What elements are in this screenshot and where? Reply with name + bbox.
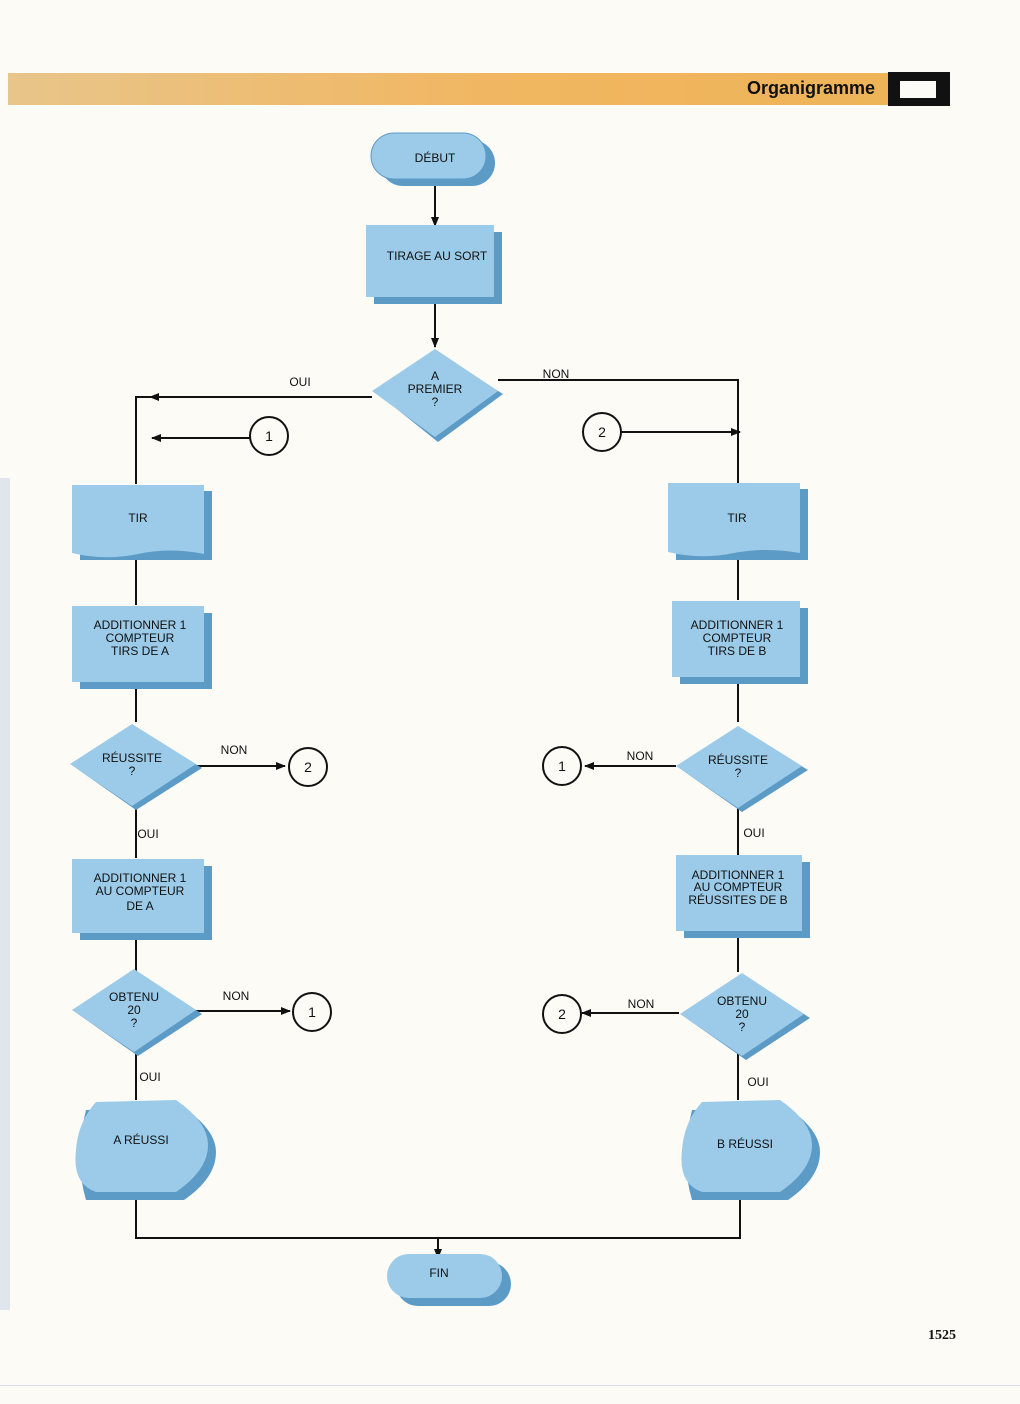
count-success-a-process: ADDITIONNER 1 AU COMPTEUR DE A [72,859,212,940]
count-shots-a-process: ADDITIONNER 1 COMPTEUR TIRS DE A [72,606,212,689]
svg-text:2: 2 [598,424,606,440]
b-wins-label: B RÉUSSI [717,1136,773,1151]
svg-text:2: 2 [558,1006,566,1022]
success-b-no-label: NON [627,749,654,763]
svg-text:20: 20 [735,1007,749,1021]
start-terminator: DÉBUT [370,132,495,186]
shoot-b-process: TIR [668,483,808,560]
a-wins-label: A RÉUSSI [113,1132,168,1147]
book-icon [888,72,950,106]
first-yes-label: OUI [289,375,310,389]
count-success-b-process: ADDITIONNER 1 AU COMPTEUR RÉUSSITES DE B [676,855,810,938]
connector-2-top: 2 [582,412,622,452]
line-to-end [135,1195,741,1239]
svg-text:?: ? [131,1016,138,1030]
first-decision: A PREMIER ? [372,349,503,442]
first-no-label: NON [543,367,570,381]
svg-text:?: ? [129,764,136,778]
svg-text:1: 1 [558,758,566,774]
connector-1-top: 1 [249,416,289,456]
connector-1-success-b: 1 [542,746,582,786]
svg-text:COMPTEUR: COMPTEUR [703,631,772,645]
first-decision-line1: A [431,369,439,383]
got20-a-yes-label: OUI [139,1070,160,1084]
page-number: 1525 [928,1328,956,1343]
svg-text:ADDITIONNER 1: ADDITIONNER 1 [94,618,187,632]
success-a-no-label: NON [221,743,248,757]
got20-b-no-label: NON [628,997,655,1011]
connector-2-got20-b: 2 [542,994,582,1034]
b-wins-display: B RÉUSSI [681,1100,820,1200]
count-shots-b-process: ADDITIONNER 1 COMPTEUR TIRS DE B [672,601,808,684]
shoot-b-label: TIR [727,511,747,525]
svg-text:ADDITIONNER 1: ADDITIONNER 1 [94,871,187,885]
svg-text:ADDITIONNER 1: ADDITIONNER 1 [692,868,785,882]
got20-b-yes-label: OUI [747,1075,768,1089]
svg-text:1: 1 [308,1004,316,1020]
a-wins-display: A RÉUSSI [75,1100,216,1200]
bottom-rule [0,1385,1020,1386]
line-first-no [498,379,739,484]
svg-text:AU COMPTEUR: AU COMPTEUR [96,884,185,898]
shoot-a-process: TIR [72,485,212,560]
shoot-a-label: TIR [128,511,148,525]
svg-text:COMPTEUR: COMPTEUR [106,631,175,645]
got20-b-decision: OBTENU 20 ? [680,973,810,1060]
svg-text:OBTENU: OBTENU [717,994,767,1008]
svg-text:RÉUSSITES DE B: RÉUSSITES DE B [688,892,787,907]
header-bar [8,73,888,105]
svg-text:DE A: DE A [126,899,153,913]
section-title: Organigramme [746,78,875,98]
svg-text:RÉUSSITE: RÉUSSITE [102,750,162,765]
svg-text:2: 2 [304,759,312,775]
page-edge-strip [0,478,10,1310]
connector-2-success-a: 2 [288,747,328,787]
first-decision-line3: ? [432,395,439,409]
success-a-decision: RÉUSSITE ? [70,724,202,810]
svg-text:20: 20 [127,1003,141,1017]
success-b-yes-label: OUI [743,826,764,840]
svg-text:?: ? [735,766,742,780]
svg-text:OBTENU: OBTENU [109,990,159,1004]
svg-text:AU COMPTEUR: AU COMPTEUR [694,880,783,894]
draw-label: TIRAGE AU SORT [387,249,488,263]
got20-a-decision: OBTENU 20 ? [72,969,202,1056]
svg-text:TIRS DE B: TIRS DE B [708,644,767,658]
svg-text:1: 1 [265,428,273,444]
got20-a-no-label: NON [223,989,250,1003]
svg-text:TIRS DE A: TIRS DE A [111,644,169,658]
success-a-yes-label: OUI [137,827,158,841]
first-decision-line2: PREMIER [408,382,463,396]
end-label: FIN [429,1266,448,1280]
start-label: DÉBUT [415,150,456,165]
connector-1-got20-a: 1 [292,992,332,1032]
success-b-decision: RÉUSSITE ? [676,726,808,812]
svg-text:?: ? [739,1020,746,1034]
flow-lines [135,186,741,1259]
end-terminator: FIN [387,1254,511,1306]
draw-process: TIRAGE AU SORT [366,225,502,304]
svg-text:ADDITIONNER 1: ADDITIONNER 1 [691,618,784,632]
svg-text:RÉUSSITE: RÉUSSITE [708,752,768,767]
